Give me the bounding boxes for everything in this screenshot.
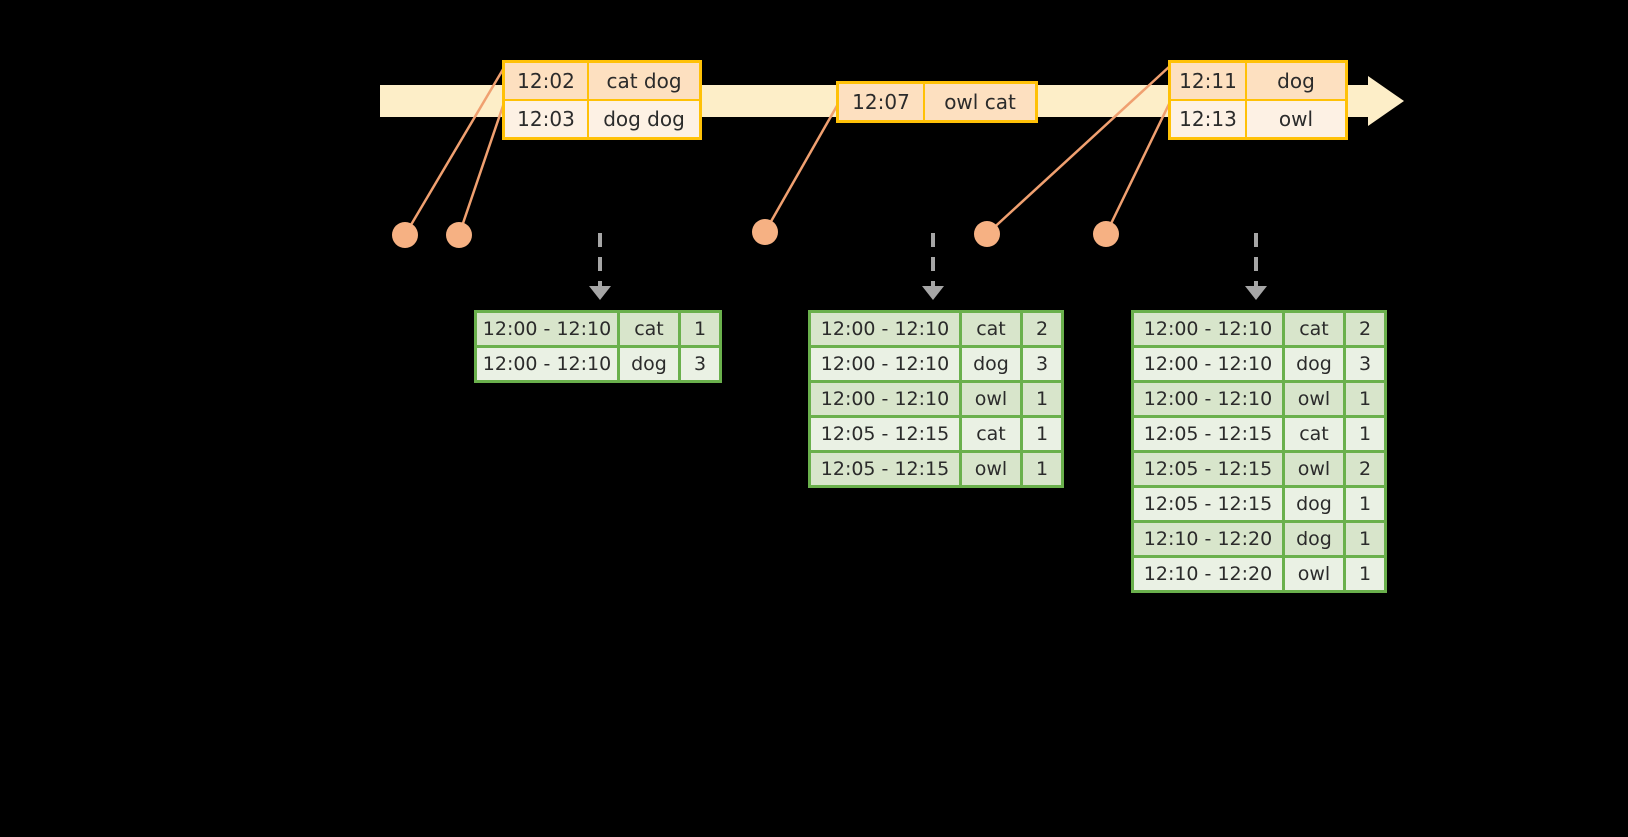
connector-dot [1093,221,1119,247]
result-count: 1 [1346,558,1384,590]
event-words: owl cat [925,84,1035,120]
result-window: 12:05 - 12:15 [1134,453,1282,485]
event-time: 12:02 [505,63,587,99]
event-words: dog [1247,63,1345,99]
event-words: cat dog [589,63,699,99]
result-window: 12:00 - 12:10 [811,383,959,415]
result-word: owl [1285,453,1343,485]
result-window: 12:05 - 12:15 [1134,418,1282,450]
event-time: 12:03 [505,101,587,137]
result-window: 12:00 - 12:10 [477,313,617,345]
result-count: 2 [1346,453,1384,485]
result-count: 3 [681,348,719,380]
result-word: owl [1285,558,1343,590]
result-count: 1 [1346,383,1384,415]
connector-dot [392,222,418,248]
result-word: cat [620,313,678,345]
result-word: cat [1285,313,1343,345]
connector-dot [974,221,1000,247]
connector-line [457,99,507,236]
result-word: cat [962,313,1020,345]
result-count: 1 [1346,523,1384,555]
result-count: 1 [1346,488,1384,520]
connector-dot [752,219,778,245]
result-word: owl [1285,383,1343,415]
event-time: 12:07 [839,84,923,120]
timeline-arrowhead-icon [1368,76,1404,126]
connector-line [763,103,840,233]
result-window: 12:05 - 12:15 [811,418,959,450]
result-window: 12:05 - 12:15 [811,453,959,485]
result-window: 12:00 - 12:10 [477,348,617,380]
connector-dot [446,222,472,248]
result-count: 3 [1023,348,1061,380]
result-word: dog [1285,488,1343,520]
result-window: 12:00 - 12:10 [1134,348,1282,380]
result-window: 12:00 - 12:10 [811,348,959,380]
result-window: 12:00 - 12:10 [1134,313,1282,345]
result-count: 2 [1346,313,1384,345]
dashed-arrow-head-icon [589,286,611,300]
result-count: 3 [1346,348,1384,380]
result-window: 12:00 - 12:10 [811,313,959,345]
dashed-arrow-head-icon [1245,286,1267,300]
result-count: 1 [1023,383,1061,415]
result-count: 1 [1023,453,1061,485]
result-word: dog [962,348,1020,380]
result-count: 1 [1023,418,1061,450]
dashed-arrow-head-icon [922,286,944,300]
result-window: 12:05 - 12:15 [1134,488,1282,520]
result-word: owl [962,383,1020,415]
result-word: dog [1285,523,1343,555]
result-word: dog [620,348,678,380]
result-window: 12:10 - 12:20 [1134,558,1282,590]
result-count: 1 [1346,418,1384,450]
connector-line [1104,101,1172,235]
event-time: 12:11 [1171,63,1245,99]
result-count: 2 [1023,313,1061,345]
result-word: owl [962,453,1020,485]
result-count: 1 [681,313,719,345]
result-window: 12:10 - 12:20 [1134,523,1282,555]
result-word: dog [1285,348,1343,380]
event-words: owl [1247,101,1345,137]
result-word: cat [1285,418,1343,450]
event-words: dog dog [589,101,699,137]
result-window: 12:00 - 12:10 [1134,383,1282,415]
result-word: cat [962,418,1020,450]
event-time: 12:13 [1171,101,1245,137]
